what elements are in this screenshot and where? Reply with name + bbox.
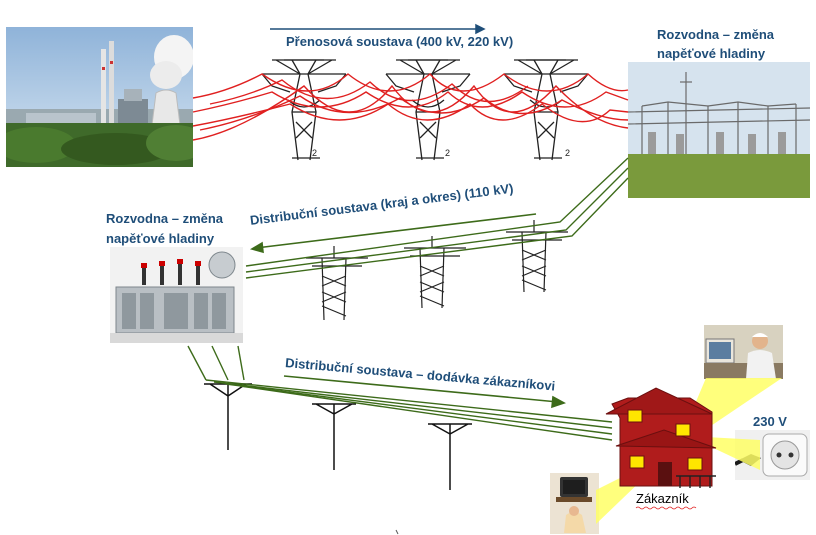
substation-top-label-line2: napěťové hladiny xyxy=(657,46,766,61)
tv-viewer-photo xyxy=(550,473,599,534)
tower-mark: 2 xyxy=(565,148,570,158)
computer-user-photo xyxy=(704,325,783,379)
tower-mark: 2 xyxy=(445,148,450,158)
hv-lines xyxy=(192,73,629,141)
stray-mark xyxy=(395,529,399,535)
substation-top-label-line1: Rozvodna – změna xyxy=(657,27,775,42)
substation-photo xyxy=(628,62,810,198)
distribution-arrow xyxy=(249,213,537,254)
substation-left-label-line2: napěťové hladiny xyxy=(106,231,215,246)
transmission-arrow xyxy=(270,23,486,35)
substation-left-label-line1: Rozvodna – změna xyxy=(106,211,224,226)
transformer-photo xyxy=(110,247,243,343)
power-plant-photo xyxy=(6,27,193,167)
hv-tower xyxy=(261,59,347,161)
house-icon xyxy=(605,387,717,488)
tower-mark: 2 xyxy=(312,148,317,158)
lv-lines xyxy=(187,345,613,441)
mv-tower xyxy=(306,246,368,321)
transmission-label: Přenosová soustava (400 kV, 220 kV) xyxy=(286,34,514,49)
mv-lines xyxy=(245,157,629,279)
customer-arrow xyxy=(283,375,566,409)
hv-tower xyxy=(503,59,589,161)
hv-tower xyxy=(385,59,471,161)
customer-label: Zákazník xyxy=(636,491,689,506)
voltage-label: 230 V xyxy=(753,414,787,429)
spellcheck-underline xyxy=(635,506,697,510)
